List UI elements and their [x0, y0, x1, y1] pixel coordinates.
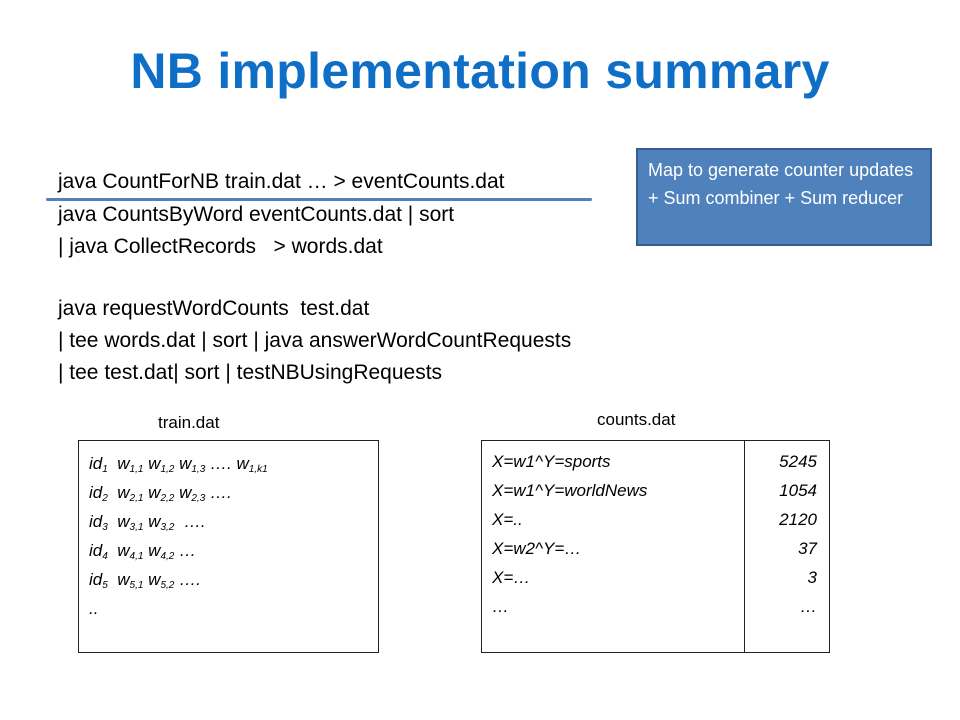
- train-row: id4 w4,1 w4,2 …: [89, 541, 197, 562]
- counts-key: …: [492, 597, 509, 616]
- train-row: id2 w2,1 w2,2 w2,3 ….: [89, 483, 232, 504]
- counts-value: 37: [798, 539, 817, 558]
- counts-key: X=…: [492, 568, 531, 587]
- command-underline: [46, 198, 592, 201]
- train-row: id3 w3,1 w3,2 ….: [89, 512, 206, 533]
- train-dat-label: train.dat: [158, 413, 220, 432]
- train-row: ..: [89, 599, 99, 618]
- counts-value: 1054: [779, 481, 817, 500]
- slide-title: NB implementation summary: [130, 43, 830, 99]
- command-line-6: | tee test.dat| sort | testNBUsingReques…: [58, 361, 443, 384]
- counts-key: X=w1^Y=worldNews: [492, 481, 648, 500]
- counts-value: 2120: [779, 510, 817, 529]
- counts-key: X=w1^Y=sports: [492, 452, 611, 471]
- train-row: id1 w1,1 w1,2 w1,3 …. w1,k1: [89, 454, 268, 475]
- counts-value: …: [800, 597, 817, 616]
- counts-dat-label: counts.dat: [597, 410, 676, 429]
- counts-column-divider: [744, 441, 745, 652]
- train-dat-box: id1 w1,1 w1,2 w1,3 …. w1,k1 id2 w2,1 w2,2…: [78, 440, 379, 653]
- counts-key: X=..: [492, 510, 523, 529]
- counts-value: 5245: [779, 452, 817, 471]
- counts-key: X=w2^Y=…: [492, 539, 582, 558]
- command-line-5: | tee words.dat | sort | java answerWord…: [58, 329, 572, 352]
- command-line-4: java requestWordCounts test.dat: [58, 297, 370, 320]
- command-line-1: java CountForNB train.dat … > eventCount…: [58, 170, 505, 193]
- counts-value: 3: [807, 568, 817, 587]
- command-line-3: | java CollectRecords > words.dat: [58, 235, 383, 258]
- train-row: id5 w5,1 w5,2 ….: [89, 570, 201, 591]
- command-line-2: java CountsByWord eventCounts.dat | sort: [58, 203, 455, 226]
- callout-box: Map to generate counter updates + Sum co…: [636, 148, 932, 246]
